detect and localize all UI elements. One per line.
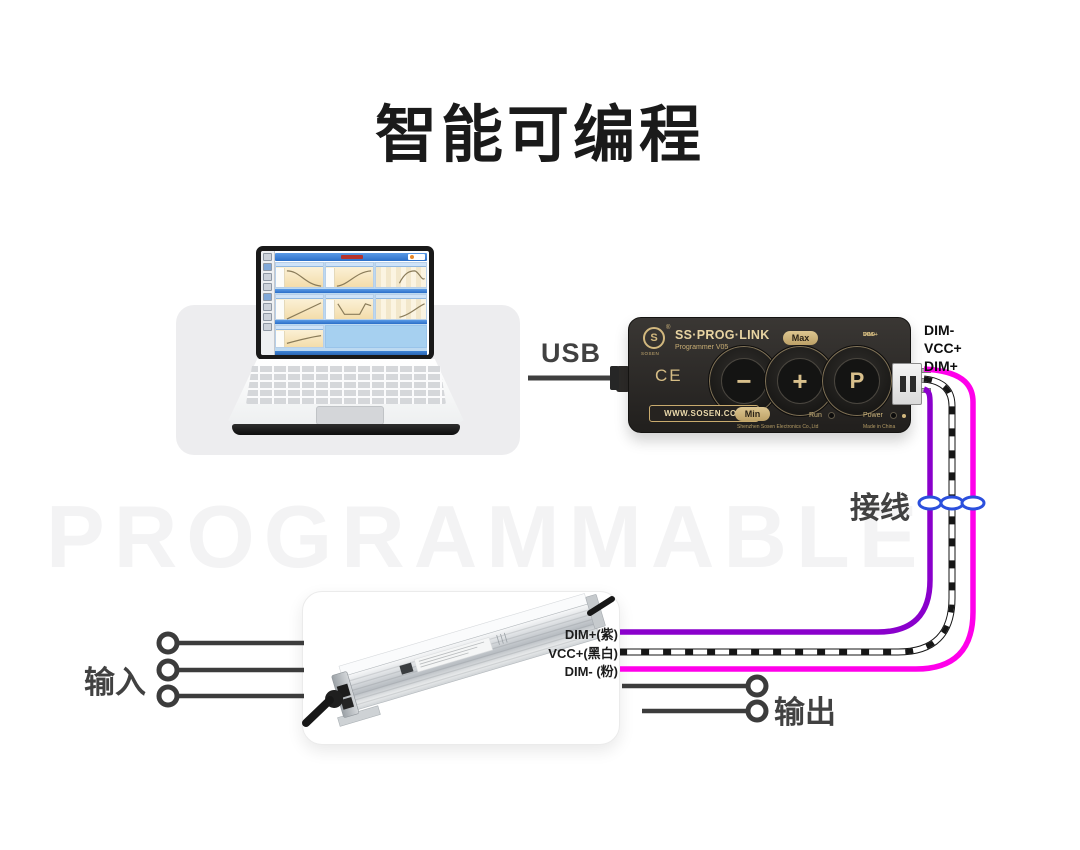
- toolbar-icon: [263, 313, 272, 321]
- toolbar-icon: [263, 273, 272, 281]
- chart-panel-header: [326, 295, 373, 299]
- port-label-vcc-plus: VCC+: [924, 340, 962, 356]
- input-label: 输入: [84, 665, 146, 700]
- output-connector: [892, 363, 931, 405]
- chart-curve: [287, 271, 321, 286]
- chart-panel: [325, 294, 374, 320]
- software-toolbar: [261, 251, 275, 355]
- software-main-area: [275, 262, 427, 355]
- chart-curve: [337, 271, 371, 286]
- output-label: 输出: [774, 695, 836, 730]
- program-button: P: [834, 358, 880, 404]
- device-port-label: DIM-: [863, 332, 875, 338]
- max-tab: Max: [783, 331, 818, 345]
- toolbar-icon: [263, 283, 272, 291]
- chart-panel: [275, 294, 324, 320]
- chart-curve: [287, 303, 321, 319]
- run-led: [828, 412, 835, 419]
- output-terminal-ring: [745, 699, 769, 723]
- driver-wire-label-dim-plus: DIM+(紫): [564, 627, 618, 642]
- empty-workspace: [325, 325, 427, 348]
- device-port-label: DIM+: [863, 332, 877, 338]
- programmer-device: S ® SOSEN SS·PROG·LINK Programmer V05 CE…: [628, 317, 931, 433]
- min-tab: Min: [735, 407, 770, 421]
- manufacturer-text: Shenzhen Sosen Electronics Co.,Ltd: [737, 424, 819, 430]
- toolbar-icon: [263, 263, 272, 271]
- sosen-logo-icon: S: [643, 327, 665, 349]
- panel-sidebar: [276, 331, 285, 347]
- chart-panel-header: [326, 263, 373, 267]
- chart-panel-header: [376, 263, 426, 267]
- connector-pin: [921, 378, 931, 383]
- output-terminal-ring: [745, 674, 769, 698]
- input-terminal-ring: [156, 631, 180, 655]
- chart-panel-header: [276, 326, 323, 330]
- laptop-trackpad: [316, 406, 384, 425]
- minus-button: −: [721, 358, 767, 404]
- made-in-text: Made in China: [863, 424, 896, 430]
- toolbar-icon: [263, 293, 272, 301]
- power-dot-icon: [902, 414, 906, 418]
- connector-pin: [900, 376, 906, 392]
- port-label-dim-plus: DIM+: [924, 358, 958, 374]
- chart-panel: [375, 294, 427, 320]
- chart-panel: [275, 325, 324, 348]
- laptop-front-edge: [232, 424, 460, 435]
- device-model: Programmer V05: [675, 344, 729, 351]
- section-bar: [275, 289, 427, 293]
- chart-curve: [399, 304, 424, 317]
- software-titlebar: [275, 253, 427, 261]
- usb-label: USB: [541, 338, 602, 368]
- power-led: [890, 412, 897, 419]
- chart-panel-header: [376, 295, 426, 299]
- port-label-dim-minus: DIM-: [924, 322, 955, 338]
- chart-panel-header: [276, 295, 323, 299]
- chart-panel: [375, 262, 427, 288]
- chart-curve: [399, 271, 424, 283]
- software-title-text: [341, 255, 363, 259]
- panel-sidebar: [326, 268, 335, 287]
- connector-pin: [910, 376, 916, 392]
- power-label: Power: [863, 412, 883, 419]
- software-statusbar: [275, 351, 427, 355]
- wiring-label: 接线: [850, 492, 910, 525]
- toolbar-icon: [263, 253, 272, 261]
- connector-pin: [921, 388, 931, 393]
- toolbar-icon: [263, 303, 272, 311]
- device-port-label: VCC+: [863, 332, 878, 338]
- program-button-ring: P: [821, 345, 893, 417]
- device-brand: SS·PROG·LINK: [675, 328, 770, 342]
- page-title: 智能可编程: [374, 101, 705, 170]
- chart-curve: [338, 304, 371, 315]
- driver-wire-label-vcc: VCC+(黑白): [548, 646, 618, 661]
- section-bar: [275, 320, 427, 324]
- panel-sidebar: [326, 300, 335, 319]
- registered-mark: ®: [666, 325, 671, 331]
- driver-wire-label-dim-minus: DIM- (粉): [564, 664, 618, 679]
- plus-button: +: [777, 358, 823, 404]
- laptop-screen: [256, 246, 434, 360]
- logo-text: SOSEN: [641, 351, 660, 356]
- software-logo: [408, 254, 425, 260]
- input-terminal-ring: [156, 684, 180, 708]
- chart-curve: [287, 336, 321, 344]
- input-terminal-ring: [156, 658, 180, 682]
- toolbar-icon: [263, 323, 272, 331]
- panel-sidebar: [276, 300, 285, 319]
- run-label: Run: [809, 412, 822, 419]
- ce-mark: CE: [655, 366, 683, 385]
- laptop-keyboard: [246, 366, 446, 404]
- chart-panel: [325, 262, 374, 288]
- chart-panel-header: [276, 263, 323, 267]
- chart-panel: [275, 262, 324, 288]
- panel-sidebar: [276, 268, 285, 287]
